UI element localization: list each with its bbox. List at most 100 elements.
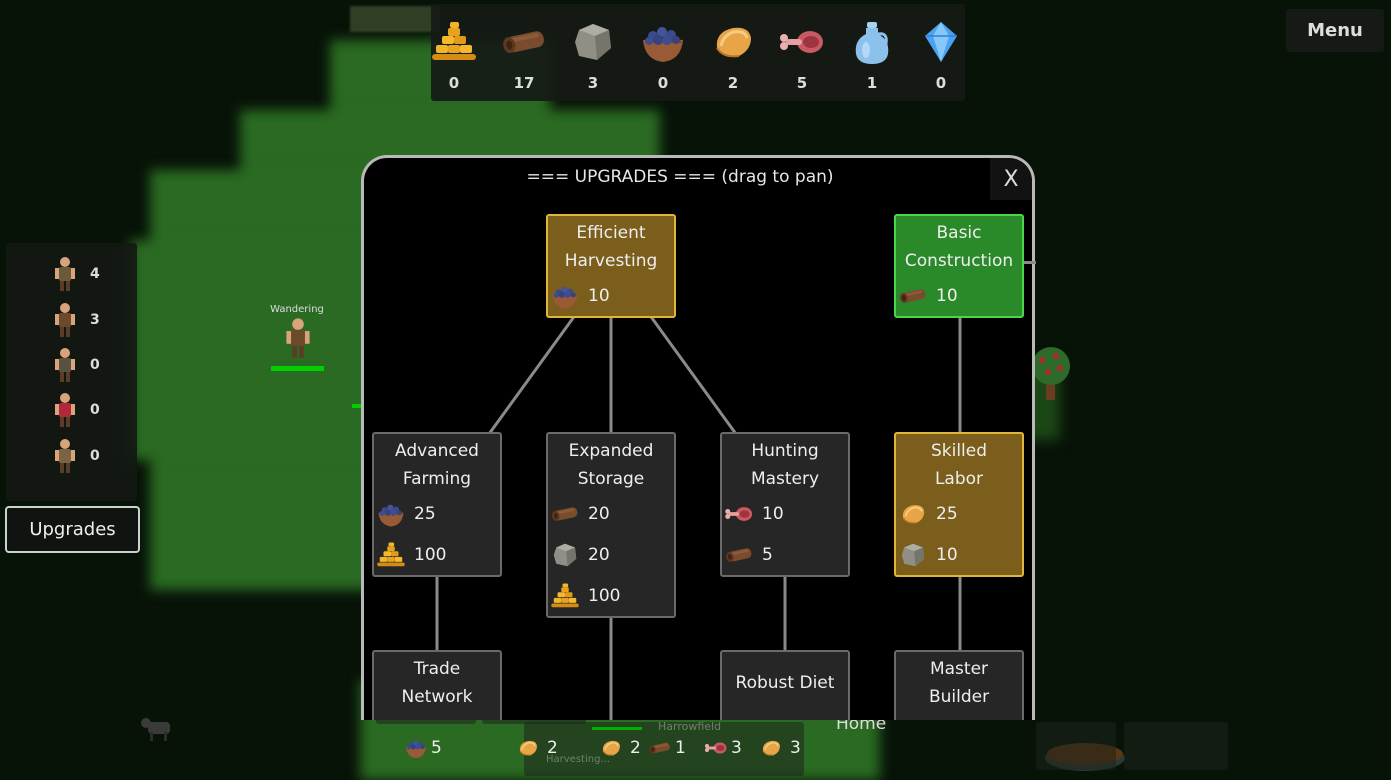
stone-icon [550,540,580,570]
cost-amount: 100 [414,544,447,565]
berry-basket-icon [550,281,580,311]
resource-value: 1 [866,74,878,92]
stone-icon [898,540,928,570]
bread-icon [709,18,757,66]
resource-meat: 5 [772,4,832,101]
village-name: Harrowfield [658,720,722,733]
worker-builder[interactable]: 3 [46,301,116,341]
hunter-icon [50,346,80,384]
cost-amount: 10 [936,544,958,565]
cost-amount: 20 [588,503,610,524]
resource-value: 5 [796,74,808,92]
resource-value: 0 [657,74,669,92]
bread-icon [898,499,928,529]
farmer-icon [50,255,80,293]
hud-resource: 5 [404,736,442,760]
bread-icon [516,736,540,760]
worker-spearman[interactable]: 0 [46,437,116,477]
resource-crystal: 0 [911,4,971,101]
unit-health-bar [271,366,324,371]
goat-icon[interactable] [140,714,176,744]
resource-water: 1 [842,4,902,101]
wood-log-icon [724,540,754,570]
builder-unit-icon[interactable] [280,316,316,360]
upgrade-node-robust-diet[interactable]: Robust Diet [720,650,850,720]
meat-icon [724,499,754,529]
resource-value: 2 [727,74,739,92]
berry-basket-icon [639,18,687,66]
worker-count: 0 [90,448,100,464]
resource-bread: 2 [703,4,763,101]
harvest-status: Harvesting... [546,754,610,765]
hud-resource: 2 [516,736,558,760]
upgrade-cost: 10 [896,534,1022,575]
hud-panel [1124,722,1228,770]
connector-line [487,313,578,435]
connector-line [1024,261,1036,264]
wood-log-icon [898,281,928,311]
cost-amount: 10 [588,285,610,306]
gold-coins-icon [430,18,478,66]
resource-stone: 3 [563,4,623,101]
builder-icon [50,301,80,339]
upgrade-cost: 25 [374,493,500,534]
upgrade-tree-connectors [435,313,962,720]
worker-farmer[interactable]: 4 [46,255,116,295]
upgrade-cost: 100 [548,575,674,616]
upgrade-name: Robust Diet [735,673,835,693]
close-button[interactable]: X [990,158,1032,200]
hud-resource-value: 1 [675,738,686,758]
worker-count: 3 [90,312,100,328]
wood-log-icon [648,736,672,760]
fruit-tree-icon[interactable] [1030,344,1072,402]
meat-icon [778,18,826,66]
unit-status-label: Wandering [270,304,324,315]
cost-amount: 10 [936,285,958,306]
hud-resource-value: 5 [431,738,442,758]
cost-amount: 25 [414,503,436,524]
wood-log-icon [550,499,580,529]
worker-count: 4 [90,266,100,282]
hud-resource-value: 2 [630,738,641,758]
bread-icon [759,736,783,760]
resource-value: 17 [513,74,535,92]
connector-line [647,313,738,435]
cost-amount: 10 [762,503,784,524]
progress-bar [592,727,642,730]
resource-berries: 0 [633,4,693,101]
stone-icon [569,18,617,66]
resource-value: 3 [587,74,599,92]
hud-resource-value: 3 [790,738,801,758]
wood-log-icon [500,18,548,66]
merchant-icon [50,391,80,429]
village-hud: 5 2 2 1 3 3 Harrowfield Harvesting... [370,712,1228,780]
terrain-patch [350,6,440,32]
worker-merchant[interactable]: 0 [46,391,116,431]
menu-button[interactable]: Menu [1286,9,1384,52]
upgrade-cost: 10 [896,275,1022,316]
resource-gold: 0 [424,4,484,101]
upgrades-dialog[interactable]: === UPGRADES === (drag to pan) X Efficie… [361,155,1035,720]
resource-value: 0 [448,74,460,92]
worker-hunter[interactable]: 0 [46,346,116,386]
resource-wood: 17 [494,4,554,101]
dialog-title: === UPGRADES === (drag to pan) [526,167,834,187]
upgrade-cost: 10 [548,275,674,316]
worker-count: 0 [90,357,100,373]
berry-basket-icon [404,736,428,760]
upgrades-button[interactable]: Upgrades [5,506,140,553]
